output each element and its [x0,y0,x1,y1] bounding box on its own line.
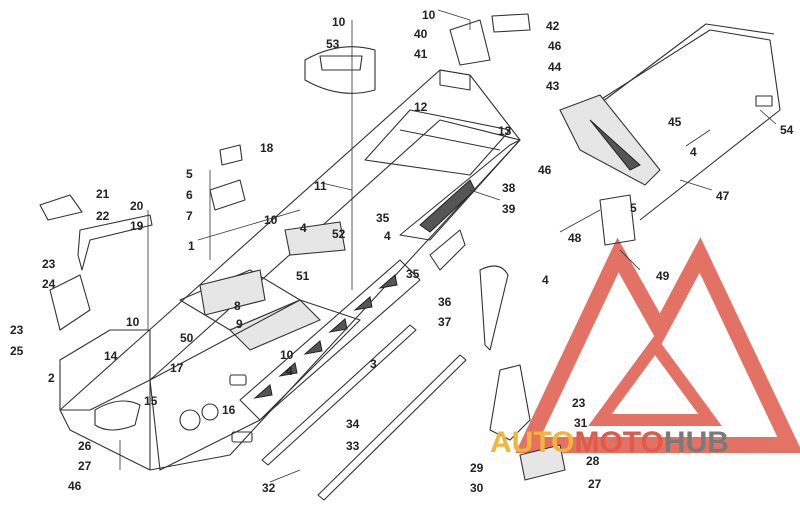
callout-c37: 37 [438,315,452,329]
callout-c10e: 10 [280,348,294,362]
callout-c14: 14 [104,349,118,363]
callout-c23a: 23 [42,257,56,271]
callout-c12: 12 [414,100,428,114]
callout-c46a: 46 [548,39,562,53]
callout-c17: 17 [170,361,184,375]
callout-c52: 52 [332,227,346,241]
callout-c32: 32 [262,481,276,495]
leader-lines [119,9,777,483]
callout-c49: 49 [656,269,670,283]
callout-c35b: 35 [406,267,420,281]
callout-c21: 21 [96,187,110,201]
callout-c24: 24 [42,277,56,291]
callout-c46b: 46 [538,163,552,177]
callout-c10c: 10 [264,213,278,227]
callout-c44: 44 [548,60,562,74]
running-boards [199,221,346,316]
callout-c40: 40 [414,27,428,41]
callout-c9: 9 [236,317,243,331]
watermark-logo [515,237,800,453]
callout-c11: 11 [314,179,327,193]
callout-c10d: 10 [126,315,140,329]
callout-c25: 25 [10,344,24,358]
callout-c30: 30 [470,481,484,495]
callout-c16: 16 [222,403,236,417]
callout-c5a: 5 [186,167,193,181]
callout-c41: 41 [414,47,428,61]
callout-c13: 13 [498,124,512,138]
seat [304,46,376,94]
callout-c20: 20 [130,199,144,213]
callout-c28: 28 [586,454,600,468]
watermark-prefix-text: AUTO [490,426,574,459]
callout-c8: 8 [234,299,241,313]
callout-c4a: 4 [300,221,307,235]
callout-c18: 18 [260,141,274,155]
left-parts [39,144,246,431]
callout-c50: 50 [180,331,194,345]
callout-c22: 22 [96,209,110,223]
callout-c27a: 27 [78,459,92,473]
callout-c33: 33 [346,439,360,453]
callout-c31: 31 [574,416,588,430]
watermark-suffix-text: HUB [664,426,729,459]
side-panel [149,299,361,471]
watermark-prefix: AUTOMOTOHUB [490,426,729,459]
lattice-rail [239,259,421,421]
callout-c2: 2 [48,371,55,385]
callout-c53: 53 [326,37,340,51]
callout-c34: 34 [346,417,360,431]
callout-c42: 42 [546,19,560,33]
skid-rods [261,324,467,501]
callout-c4c: 4 [286,364,293,378]
snow-flap [559,94,661,186]
callout-c45: 45 [668,115,682,129]
callout-c5b: 5 [630,201,637,215]
callout-c4d: 4 [542,273,549,287]
rear-bumper [593,23,781,221]
callout-c7: 7 [186,209,193,223]
callout-c15: 15 [144,394,158,408]
callout-c10a: 10 [332,15,346,29]
callout-c6: 6 [186,188,193,202]
callout-c43: 43 [546,79,560,93]
callout-c38: 38 [502,181,516,195]
tunnel-assembly [59,69,521,471]
callout-c35a: 35 [376,211,390,225]
callout-c27b: 27 [588,477,602,491]
callout-c29: 29 [470,461,484,475]
callout-c47: 47 [716,189,730,203]
callout-c46c: 46 [68,479,82,493]
callout-c36: 36 [438,295,452,309]
callout-c23c: 23 [572,396,586,410]
callout-c39: 39 [502,202,516,216]
callout-c23b: 23 [10,323,24,337]
callout-c1: 1 [188,239,195,253]
callout-c26: 26 [78,439,92,453]
right-parts [429,194,636,481]
callout-c4b: 4 [384,229,391,243]
callout-c3: 3 [370,357,377,371]
watermark-text: AUTOMOTOHUB [490,426,729,459]
callout-c4e: 4 [690,145,697,159]
callout-c19: 19 [130,219,144,233]
top-bracket [449,13,531,66]
callout-c51: 51 [296,269,310,283]
callout-c48: 48 [568,231,582,245]
rear-panel [399,139,521,241]
callout-c54: 54 [780,123,794,137]
callout-c10b: 10 [422,8,436,22]
watermark-middle-text: MOTO [574,426,663,459]
